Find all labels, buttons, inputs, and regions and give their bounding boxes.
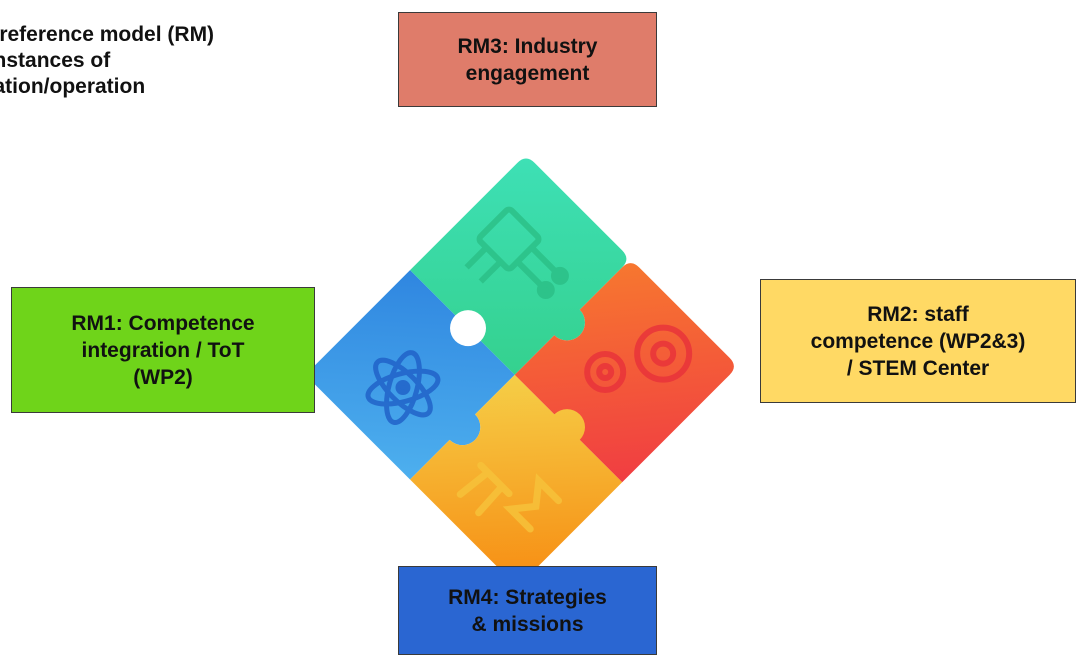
diagram-heading: EM reference model (RM) er instances of … xyxy=(0,22,342,100)
gears-icon xyxy=(584,324,693,393)
rm1-label-box: RM1: Competence integration / ToT (WP2) xyxy=(11,287,315,413)
rm2-label-line: / STEM Center xyxy=(846,356,990,380)
rm1-label-line: RM1: Competence xyxy=(71,311,255,335)
rm3-label-line: RM3: Industry xyxy=(457,34,598,58)
atom-icon xyxy=(365,350,441,426)
rm1-label-line: (WP2) xyxy=(133,365,193,389)
heading-line: entation/operation xyxy=(0,75,146,98)
rm2-label-box: RM2: staff competence (WP2&3) / STEM Cen… xyxy=(760,279,1076,403)
rm2-label-line: competence (WP2&3) xyxy=(810,329,1026,353)
heading-line: EM reference model (RM) xyxy=(0,23,215,46)
rm3-label-box: RM3: Industry engagement xyxy=(398,12,657,107)
circuit-icon xyxy=(464,206,569,299)
rm2-label-line: RM2: staff xyxy=(867,302,969,326)
rm4-label-line: RM4: Strategies xyxy=(448,585,607,609)
heading-line: er instances of xyxy=(0,49,111,72)
puzzle-piece-rm2 xyxy=(410,374,623,583)
rm3-label-line: engagement xyxy=(465,61,590,85)
rm1-label-line: integration / ToT xyxy=(81,338,245,362)
rm4-label-line: & missions xyxy=(471,612,584,636)
rm4-label-box: RM4: Strategies & missions xyxy=(398,566,657,655)
pi-sigma-icon xyxy=(456,461,563,533)
